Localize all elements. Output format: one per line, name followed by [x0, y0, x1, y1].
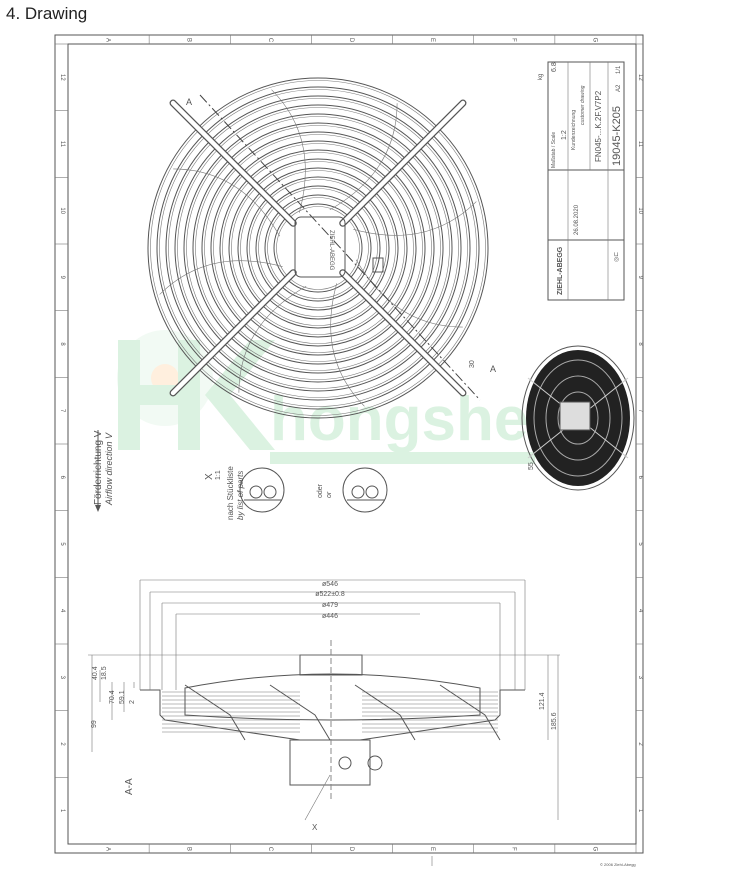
revision: 6.8	[551, 62, 558, 72]
projection-symbol: ◎⊏	[614, 252, 620, 262]
fan-blade	[329, 103, 398, 211]
cut-marker-top: A	[186, 97, 192, 107]
tilt-dimension: 30	[469, 360, 476, 368]
row-label: 6	[59, 476, 65, 480]
column-label: C	[267, 38, 273, 43]
fan-blade	[355, 259, 463, 328]
row-label: 4	[59, 609, 65, 613]
section-line	[199, 94, 481, 401]
title-logo: ZIEHL-ABEGG	[557, 246, 564, 295]
title-block: ZIEHL-ABEGG Maßstab / Scale 1:2 26.08.20…	[538, 61, 625, 301]
fan-blade	[271, 89, 306, 213]
row-label: 11	[637, 141, 643, 148]
dim-59-1: 59.1	[119, 690, 126, 704]
row-label: 9	[637, 276, 643, 280]
dim-d522: ø522±0.8	[315, 591, 345, 598]
sheet-format: A2	[616, 84, 622, 92]
drawing-date: 26.08.2020	[574, 204, 580, 235]
fan-side-section	[140, 640, 525, 821]
section-label: A-A	[124, 778, 135, 795]
drawing-type-de: Kundenzeichnung	[571, 110, 577, 150]
row-label: 9	[59, 276, 65, 280]
dim-121-4: 121.4	[539, 692, 546, 710]
row-label: 10	[637, 207, 643, 214]
guard-rings	[147, 77, 489, 419]
fan-top-view: ZIEHL-ABEGG	[147, 77, 489, 419]
column-label: F	[510, 38, 516, 42]
row-label: 7	[637, 409, 643, 413]
detail-marker: X	[312, 823, 318, 832]
dim-2: 2	[129, 700, 136, 704]
row-label: 1	[637, 809, 643, 813]
dim-d479: ø479	[322, 602, 338, 609]
row-label: 7	[59, 409, 65, 413]
scale-label: Maßstab / Scale	[551, 132, 557, 168]
row-label: 1	[59, 809, 65, 813]
fan-blade	[269, 684, 331, 741]
dim-d546: ø546	[322, 581, 338, 588]
dim-d446: ø446	[322, 613, 338, 620]
angle-dimension: 55	[528, 462, 535, 470]
page-number: 1/1	[616, 65, 622, 74]
detail-note-de: nach Stückliste	[226, 466, 235, 520]
column-label: E	[429, 847, 435, 851]
row-label: 4	[637, 609, 643, 613]
column-label: A	[105, 847, 111, 851]
row-label: 3	[637, 676, 643, 680]
detail-label: X	[204, 473, 215, 480]
row-label: 3	[59, 676, 65, 680]
drawing-number: 19045-K205	[611, 106, 623, 166]
dim-18-5: 18.5	[101, 666, 108, 680]
column-label: E	[429, 38, 435, 42]
dim-185-6: 185.6	[551, 712, 558, 730]
fan-blade	[184, 684, 246, 741]
row-label: 12	[637, 74, 643, 81]
scale-value: 1:2	[561, 130, 568, 140]
fan-perspective-view	[521, 345, 635, 491]
column-label: G	[591, 38, 597, 43]
or-label-en: or	[326, 491, 333, 498]
section-heading: 4. Drawing	[6, 4, 88, 23]
dim-40-4: 40.4	[92, 666, 99, 680]
fan-blade	[330, 283, 365, 407]
or-label-de: oder	[317, 483, 324, 498]
column-label: D	[348, 847, 354, 852]
row-label: 8	[637, 342, 643, 346]
airflow-direction: Förderrichtung V Airflow direction V	[93, 430, 114, 512]
fan-blade	[439, 684, 501, 741]
row-label: 2	[637, 742, 643, 746]
drawing-type-en: customer drawing	[580, 85, 586, 125]
row-label: 10	[59, 207, 65, 214]
dim-70-4: 70.4	[109, 690, 116, 704]
row-label: 5	[637, 542, 643, 546]
row-label: 6	[637, 476, 643, 480]
cut-marker-bottom: A	[490, 364, 496, 374]
weight-label: kg	[538, 74, 544, 80]
detail-scale: 1:1	[215, 470, 222, 480]
column-label: B	[186, 847, 192, 851]
type-code: FN045-...K.2F.V7P2	[594, 90, 603, 162]
motor-logo: ZIEHL-ABEGG	[328, 230, 334, 271]
column-label: F	[510, 847, 516, 851]
detail-x: X 1:1 nach Stückliste by list of parts o…	[204, 466, 388, 520]
airflow-label-en: Airflow direction V	[104, 432, 114, 506]
fan-blade	[173, 168, 281, 237]
fan-blade	[238, 285, 307, 393]
column-label: D	[348, 38, 354, 43]
row-label: 2	[59, 742, 65, 746]
column-label: A	[105, 38, 111, 42]
row-label: 12	[59, 74, 65, 81]
fan-blade	[353, 201, 477, 236]
fan-blade	[354, 684, 416, 741]
column-label: B	[186, 38, 192, 42]
footer-copyright: © 2006 Ziehl-Abegg	[600, 862, 636, 867]
row-label: 11	[59, 141, 65, 148]
row-label: 5	[59, 542, 65, 546]
column-label: G	[591, 847, 597, 852]
row-label: 8	[59, 342, 65, 346]
dim-99: 99	[91, 720, 98, 728]
column-label: C	[267, 847, 273, 852]
fan-blade	[159, 260, 283, 295]
